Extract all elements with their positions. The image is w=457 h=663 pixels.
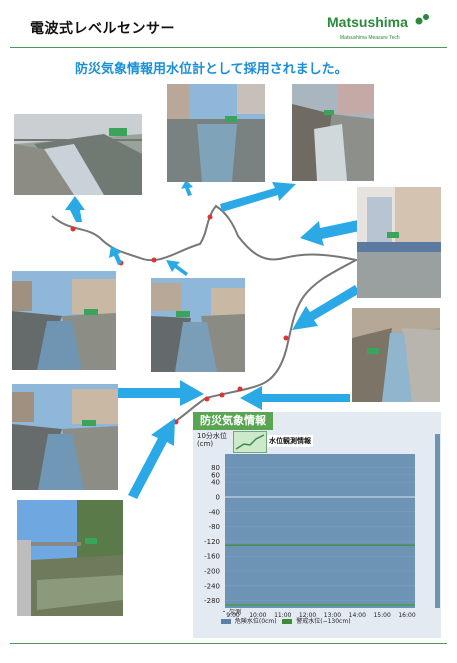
river-photo-3: [292, 84, 374, 181]
company-logo: Matsushima Matsushima Measure Tech: [322, 14, 447, 48]
x-tick-label: 16:00: [398, 612, 415, 619]
y-tick-label: -120: [204, 538, 220, 546]
y-tick-label: -200: [204, 568, 220, 576]
photo-arrows: [65, 180, 360, 499]
river-line: [51, 204, 359, 425]
river-photo-6: [151, 278, 245, 372]
headline: 防災気象情報用水位計として採用されました。: [75, 62, 348, 77]
y-tick-label: -80: [209, 523, 220, 531]
river-photo-7: [352, 308, 440, 402]
arrow-7: [292, 285, 360, 330]
legend-danger-label: 危険水位(0cm): [234, 618, 277, 625]
y-tick-label: 60: [211, 471, 220, 479]
legend-levels: 危険水位(0cm) 警戒水位(−130cm): [221, 617, 351, 626]
river-photo-2: [167, 84, 265, 182]
chart-ylabel-line2: (cm): [197, 440, 214, 448]
y-tick-label: 40: [211, 479, 220, 487]
legend-missing-label: 欠測: [228, 609, 241, 616]
chart-panel-title: 防災気象情報: [193, 412, 273, 430]
y-tick-label: -280: [204, 597, 220, 605]
x-tick-label: 13:00: [324, 612, 341, 619]
legend-warning-swatch: [282, 619, 293, 624]
river-photo-9: [17, 500, 123, 616]
plot-side-strip: [435, 434, 440, 608]
logo-name: Matsushima: [327, 14, 408, 30]
y-tick-label: -160: [204, 553, 220, 561]
logo-tagline: Matsushima Measure Tech: [340, 35, 400, 41]
legend-warning-label: 警戒水位(−130cm): [296, 618, 351, 625]
x-tick-label: 12:00: [299, 612, 316, 619]
chart-ylabel: 10分水位 (cm): [197, 432, 227, 448]
logo-mark-icon: [415, 14, 429, 25]
y-tick-label: -240: [204, 582, 220, 590]
x-tick-label: 14:00: [349, 612, 366, 619]
arrow-4: [181, 180, 193, 196]
chart-ylabel-line1: 10分水位: [197, 432, 227, 440]
plot-area: [225, 454, 415, 608]
y-tick-label: -40: [209, 508, 220, 516]
page-title: 電波式レベルセンサー: [30, 21, 175, 37]
arrow-9: [118, 380, 204, 406]
chart-legend: ・ 欠測 危険水位(0cm) 警戒水位(−130cm): [221, 608, 351, 626]
footer-divider: [10, 643, 447, 644]
x-tick-label: 9:00: [226, 612, 240, 619]
badge-label: 水位観測情報: [267, 435, 313, 447]
river-photo-8: [12, 384, 118, 490]
river-photo-4: [357, 187, 441, 298]
arrow-10: [128, 418, 175, 499]
arrow-8: [240, 386, 350, 410]
x-tick-label: 10:00: [249, 612, 266, 619]
arrow-5: [220, 182, 296, 212]
x-tick-label: 11:00: [274, 612, 291, 619]
x-tick-label: 15:00: [373, 612, 390, 619]
river-photo-5: [12, 271, 116, 370]
arrow-1: [65, 196, 85, 222]
y-tick-label: 0: [216, 494, 220, 502]
y-tick-label: 80: [211, 464, 220, 472]
header-divider: [10, 47, 447, 48]
river-photo-1: [14, 114, 142, 195]
arrow-6: [300, 220, 360, 246]
observation-badge: 水位観測情報: [233, 431, 325, 453]
arrow-3: [166, 260, 188, 276]
arrow-2: [109, 246, 122, 265]
badge-graph-icon: [233, 431, 267, 453]
legend-missing: ・ 欠測: [221, 608, 351, 617]
legend-missing-marker-icon: ・: [221, 609, 228, 616]
legend-danger-swatch: [221, 619, 231, 624]
